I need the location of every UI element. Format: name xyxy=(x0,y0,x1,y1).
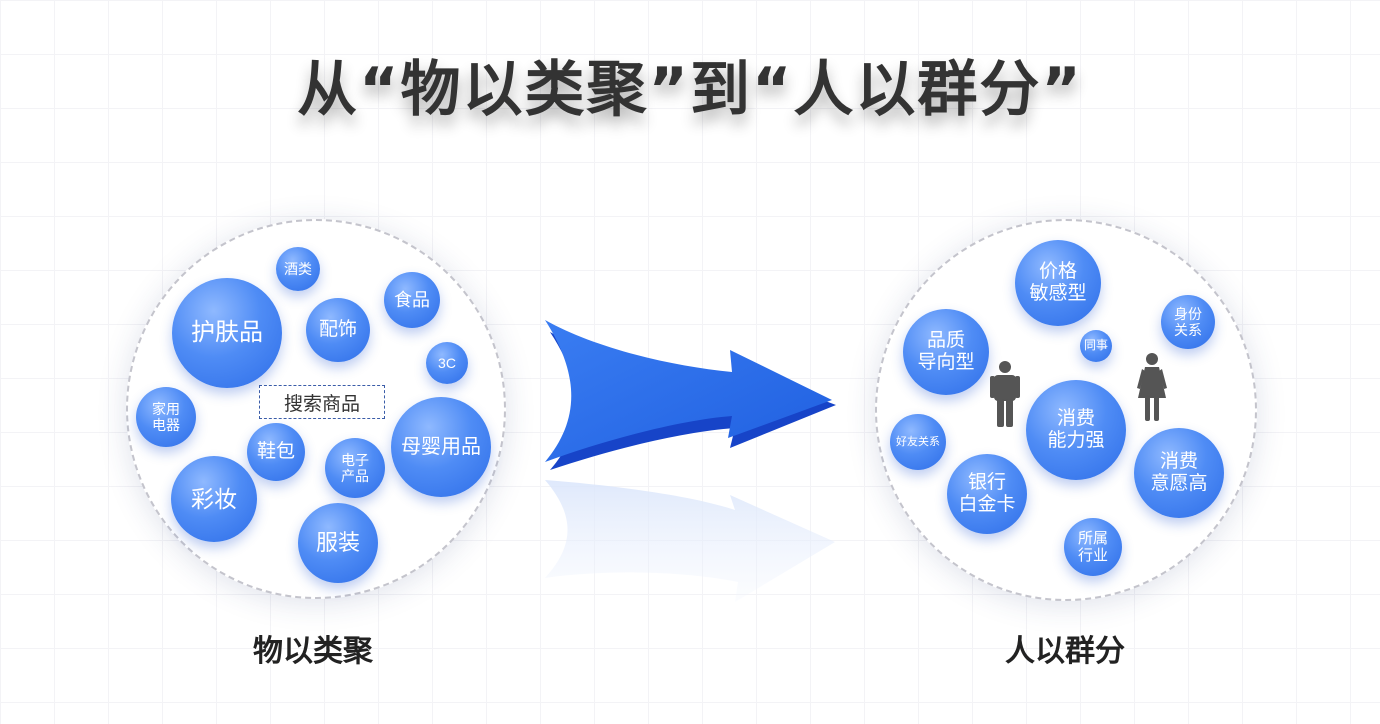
caption-people: 人以群分 xyxy=(1005,634,1125,669)
bubble-accessories: 配饰 xyxy=(306,298,370,362)
bubble-industry: 所属 行业 xyxy=(1064,518,1122,576)
bubble-maternal-infant: 母婴用品 xyxy=(391,397,491,497)
bubble-home-appliances: 家用 电器 xyxy=(136,387,196,447)
bubble-makeup: 彩妆 xyxy=(171,456,257,542)
bubble-price-sensitive: 价格 敏感型 xyxy=(1015,240,1101,326)
bubble-high-willingness: 消费 意愿高 xyxy=(1134,428,1224,518)
right-arrow-icon xyxy=(545,320,836,602)
bubble-3c: 3C xyxy=(426,342,468,384)
bubble-electronics: 电子 产品 xyxy=(325,438,385,498)
male-person-icon xyxy=(990,361,1020,427)
bubble-quality-oriented: 品质 导向型 xyxy=(903,309,989,395)
caption-products: 物以类聚 xyxy=(253,634,373,669)
bubble-clothing: 服装 xyxy=(298,503,378,583)
bubble-platinum-card: 银行 白金卡 xyxy=(947,454,1027,534)
female-person-icon xyxy=(1137,353,1167,421)
bubble-food: 食品 xyxy=(384,272,440,328)
search-products-box: 搜索商品 xyxy=(259,385,385,419)
bubble-colleague: 同事 xyxy=(1080,330,1112,362)
bubble-friend-relation: 好友关系 xyxy=(890,414,946,470)
bubble-liquor: 酒类 xyxy=(276,247,320,291)
page-title: 从“物以类聚”到“人以群分” xyxy=(297,55,1083,125)
bubble-identity-relation: 身份 关系 xyxy=(1161,295,1215,349)
bubble-shoes-bags: 鞋包 xyxy=(247,423,305,481)
bubble-high-spending-power: 消费 能力强 xyxy=(1026,380,1126,480)
bubble-skincare: 护肤品 xyxy=(172,278,282,388)
